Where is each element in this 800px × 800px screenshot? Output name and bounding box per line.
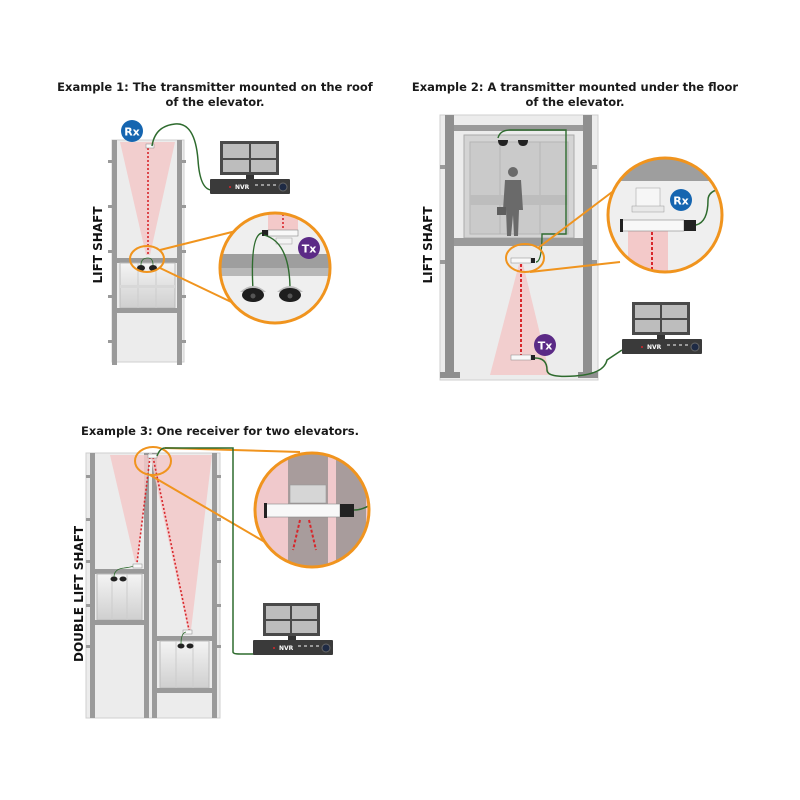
svg-text:Rx: Rx bbox=[124, 126, 140, 139]
example-3-receiver-device bbox=[147, 453, 158, 459]
example-2-tx-badge: Tx bbox=[534, 334, 556, 356]
example-2-transmitter-device bbox=[510, 354, 532, 361]
example-2-elevator-car bbox=[454, 129, 583, 263]
example-3-zoom-detail bbox=[253, 451, 371, 569]
example-1-title: Example 1: The transmitter mounted on th… bbox=[55, 80, 375, 110]
svg-text:Tx: Tx bbox=[302, 243, 317, 256]
example-1-zoom-circle bbox=[218, 211, 332, 325]
svg-text:NVR: NVR bbox=[647, 344, 662, 351]
example-1-zoom-origin bbox=[129, 245, 165, 273]
example-1-cable bbox=[151, 123, 225, 191]
svg-text:NVR: NVR bbox=[279, 645, 294, 652]
example-2-title: Example 2: A transmitter mounted under t… bbox=[410, 80, 740, 110]
example-2-zoom-circle bbox=[606, 156, 724, 274]
example-3-elevator-car-left bbox=[95, 563, 144, 625]
example-2-nvr: NVR bbox=[622, 339, 702, 354]
example-2-title-line2: of the elevator. bbox=[525, 95, 625, 109]
example-3-beam-line-right bbox=[152, 456, 190, 631]
example-3-diagram: NVR bbox=[85, 446, 371, 719]
example-2-cable-cameras bbox=[497, 129, 567, 263]
example-2-dome-camera-2 bbox=[518, 140, 528, 146]
example-3-beam-cone-left bbox=[110, 455, 150, 562]
example-3-cable bbox=[156, 447, 255, 655]
example-2-zoom-connector-bottom bbox=[529, 261, 621, 273]
example-1-zoom-detail bbox=[218, 211, 332, 325]
example-1-transmitter-device bbox=[267, 229, 299, 237]
example-2-receiver-device bbox=[510, 257, 532, 264]
example-2-zoom-origin bbox=[505, 243, 545, 273]
example-1-diagram: Tx Rx NVR bbox=[108, 120, 332, 365]
example-2-title-line1: Example 2: A transmitter mounted under t… bbox=[411, 80, 739, 94]
example-1-elevator-car bbox=[117, 257, 177, 313]
example-2-dome-camera-1 bbox=[498, 140, 508, 146]
example-1-receiver-device bbox=[145, 143, 155, 149]
example-2-rx-badge: Rx bbox=[670, 189, 692, 211]
example-1-nvr: NVR bbox=[210, 179, 290, 194]
example-3-zoom-connector-bottom bbox=[149, 474, 271, 546]
example-1-title-line2: of the elevator. bbox=[165, 95, 265, 109]
example-3-elevator-car-right bbox=[157, 629, 212, 693]
example-1-rx-badge: Rx bbox=[121, 120, 143, 142]
example-1-title-line1: Example 1: The transmitter mounted on th… bbox=[57, 80, 373, 94]
example-3-title-line1: Example 3: One receiver for two elevator… bbox=[80, 424, 360, 438]
example-3-title: Example 3: One receiver for two elevator… bbox=[80, 424, 360, 439]
svg-text:Rx: Rx bbox=[673, 195, 689, 208]
example-2-diagram: Rx Tx NVR bbox=[439, 114, 724, 381]
example-3-nvr: NVR bbox=[253, 640, 333, 655]
example-2-monitor bbox=[632, 302, 690, 339]
person-silhouette-icon bbox=[497, 167, 523, 236]
example-3-zoom-circle bbox=[253, 451, 371, 569]
example-3-zoom-origin bbox=[134, 446, 172, 476]
example-2-cable-nvr bbox=[534, 349, 623, 378]
example-1-beam-cone bbox=[120, 142, 175, 255]
example-3-beam-cone-right bbox=[150, 455, 212, 630]
example-3-monitor bbox=[263, 603, 320, 640]
svg-text:NVR: NVR bbox=[235, 184, 250, 191]
example-2-zoom-detail bbox=[606, 156, 724, 274]
svg-text:Tx: Tx bbox=[538, 340, 553, 353]
example-1-tx-badge: Tx bbox=[298, 237, 320, 259]
example-1-monitor bbox=[220, 141, 279, 179]
